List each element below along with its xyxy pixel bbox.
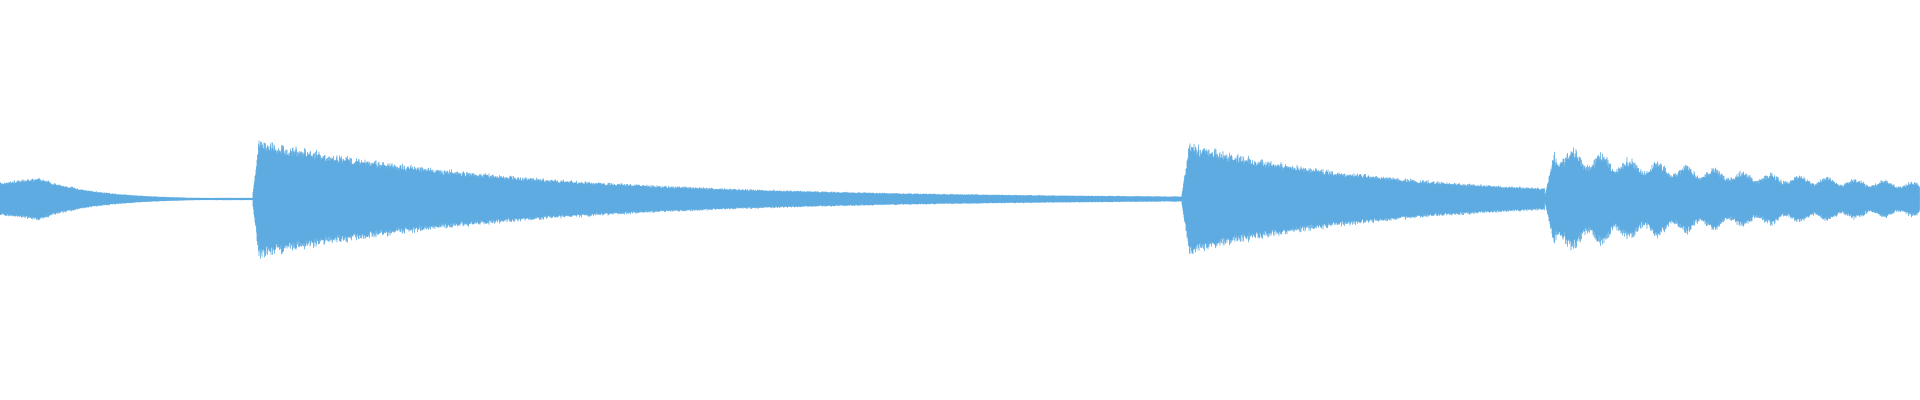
audio-waveform[interactable] <box>0 0 1920 400</box>
